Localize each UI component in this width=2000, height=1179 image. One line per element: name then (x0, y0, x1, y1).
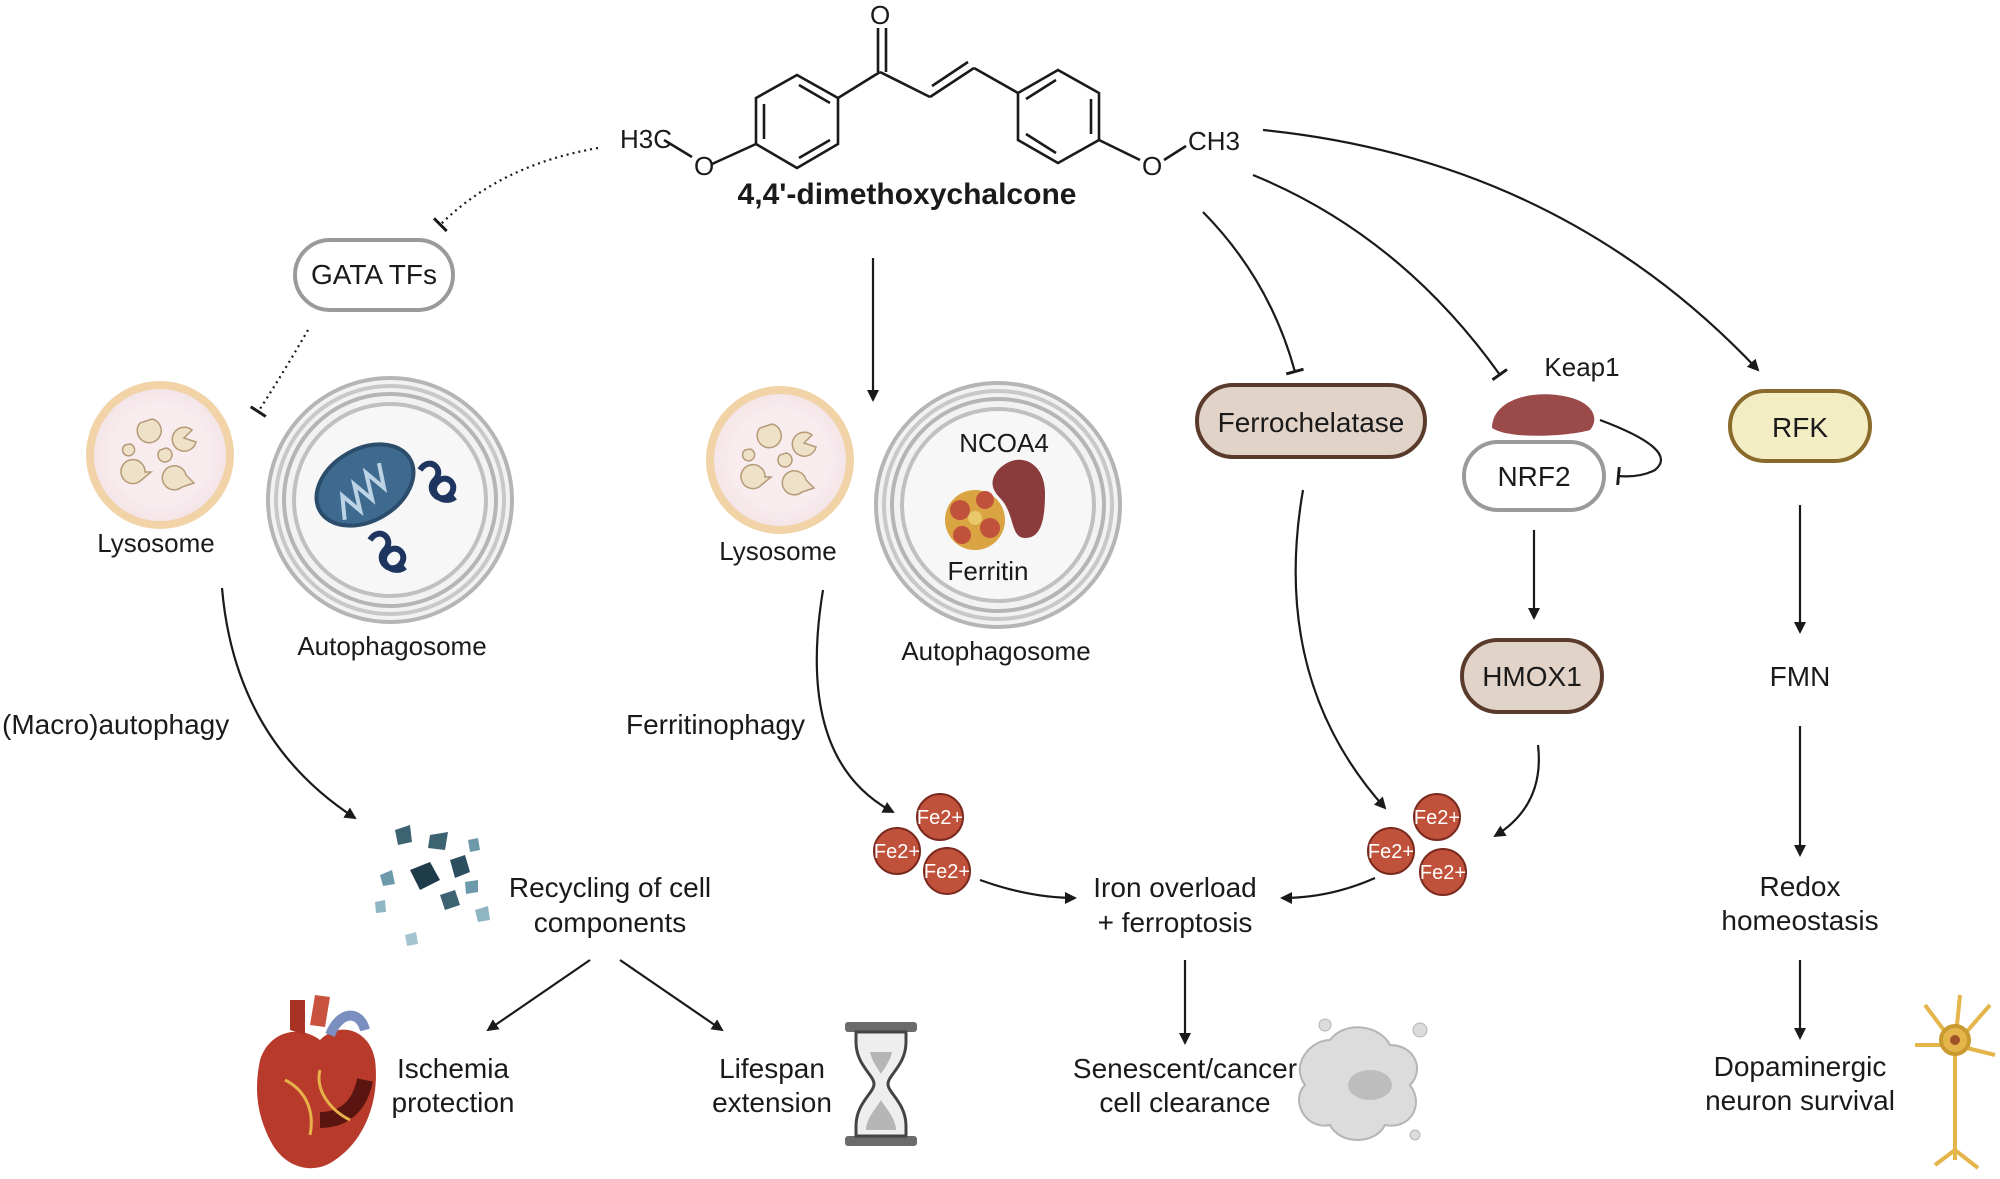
inhibit-lysosome-arrow (249, 329, 309, 418)
inhibit-ferrochelatase-arrow (1202, 211, 1304, 376)
left-benzene-ring (754, 73, 840, 170)
hmox1-node: HMOX1 (1460, 638, 1604, 714)
right-methyl: CH3 (1188, 126, 1240, 156)
ferritin-icon (945, 490, 1005, 550)
ncoa4-protein-icon (992, 459, 1045, 538)
mitochondrion-icon (314, 442, 416, 528)
rfk-label: RFK (1772, 412, 1828, 443)
ischemia-line1: Ischemia (397, 1053, 509, 1084)
iron-line2: + ferroptosis (1098, 907, 1253, 938)
ferrochelatase-node: Ferrochelatase (1195, 383, 1427, 459)
activate-rfk-arrow (1262, 128, 1760, 372)
ferritinophagy-label: Ferritinophagy (626, 709, 805, 740)
dopa-line2: neuron survival (1705, 1085, 1895, 1116)
ferritin-label: Ferritin (948, 556, 1029, 586)
dopa-line1: Dopaminergic (1714, 1051, 1887, 1082)
fe-right-to-iron-overload-arrow (1280, 876, 1376, 904)
fe-ion: Fe2+ (1420, 862, 1466, 884)
fe-left-to-iron-overload-arrow (979, 878, 1077, 904)
fe-ion: Fe2+ (924, 861, 970, 883)
heart-icon (257, 995, 376, 1169)
nrf2-node: NRF2 (1462, 440, 1606, 512)
fe-ion: Fe2+ (874, 841, 920, 863)
ferrochelatase-to-fe-arrow (1294, 489, 1387, 810)
right-ether-oxygen: O (1142, 151, 1162, 181)
hmox1-label: HMOX1 (1482, 661, 1582, 692)
iron-line1: Iron overload (1093, 872, 1256, 903)
lifespan-line2: extension (712, 1087, 832, 1118)
fe-cluster-left: Fe2+ Fe2+ Fe2+ (873, 793, 971, 895)
ischemia-line2: protection (392, 1087, 515, 1118)
redox-line1: Redox (1760, 871, 1841, 902)
left-methyl: H3C (620, 124, 672, 154)
carbonyl-oxygen: O (870, 0, 890, 30)
compound-name: 4,4'-dimethoxychalcone (738, 178, 1077, 211)
recycling-to-ischemia-arrow (486, 959, 591, 1032)
autophagosome-left-label: Autophagosome (297, 631, 486, 661)
recycling-to-lifespan-arrow (619, 959, 724, 1032)
right-benzene-ring (1016, 68, 1101, 165)
fe-cluster-right: Fe2+ Fe2+ Fe2+ (1367, 793, 1467, 896)
cell-debris-icon (375, 825, 490, 946)
inhibit-gata-arrow (432, 146, 599, 233)
senescent-line2: cell clearance (1099, 1087, 1270, 1118)
autophagosome-left-icon (266, 376, 514, 624)
keap1-inhibits-nrf2-arrow (1599, 418, 1662, 486)
lysosome-left-label: Lysosome (97, 528, 215, 558)
ferritinophagy-arrow (815, 589, 895, 813)
hourglass-icon (845, 1022, 917, 1146)
protein-aggregate-icon-2 (367, 530, 407, 573)
neuron-icon (1915, 994, 1996, 1170)
fmn-label: FMN (1770, 661, 1831, 692)
chalcone-structure: O O H3C O CH3 4,4'-dimethoxychalcone (620, 0, 1240, 211)
gata-tfs-label: GATA TFs (311, 259, 437, 290)
recycling-line2: components (534, 907, 687, 938)
inhibit-keap1-arrow (1252, 173, 1508, 382)
protein-aggregate-icon (417, 460, 457, 503)
nrf2-label: NRF2 (1497, 461, 1570, 492)
macroautophagy-label: (Macro)autophagy (2, 709, 229, 740)
hmox1-to-fe-arrow (1493, 744, 1540, 838)
fe-ion: Fe2+ (917, 807, 963, 829)
keap1-protein-icon (1492, 394, 1595, 436)
lysosome-left-icon (86, 381, 234, 529)
fe-ion: Fe2+ (1368, 841, 1414, 863)
senescent-line1: Senescent/cancer (1073, 1053, 1297, 1084)
fe-ion: Fe2+ (1414, 807, 1460, 829)
lysosome-mid-label: Lysosome (719, 536, 837, 566)
autophagosome-mid-icon (874, 381, 1122, 629)
gata-tfs-node: GATA TFs (293, 238, 455, 312)
autophagy-arrow (220, 587, 357, 820)
rfk-node: RFK (1728, 389, 1872, 463)
autophagosome-mid-label: Autophagosome (901, 636, 1090, 666)
redox-line2: homeostasis (1721, 905, 1878, 936)
ferrochelatase-label: Ferrochelatase (1218, 407, 1405, 438)
ncoa4-label: NCOA4 (959, 428, 1049, 458)
lysosome-mid-icon (706, 386, 854, 534)
keap1-label: Keap1 (1544, 352, 1619, 382)
lifespan-line1: Lifespan (719, 1053, 825, 1084)
dying-cell-icon (1298, 1018, 1428, 1141)
left-ether-oxygen: O (694, 151, 714, 181)
recycling-line1: Recycling of cell (509, 872, 711, 903)
